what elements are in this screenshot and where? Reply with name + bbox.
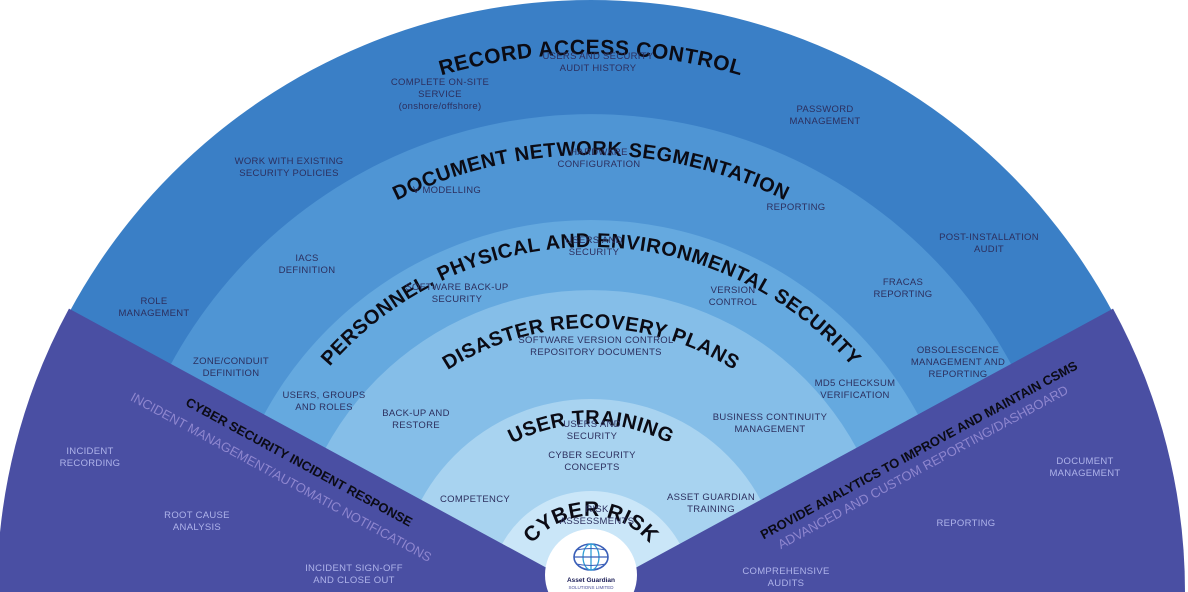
right-sector-band [591, 308, 1185, 592]
label-competency: COMPETENCY [440, 494, 510, 505]
logo-name: Asset Guardian [567, 577, 615, 584]
label-reporting-right: REPORTING [936, 518, 995, 529]
label-reporting-inner: REPORTING [766, 202, 825, 213]
asset-guardian-logo: Asset Guardian SOLUTIONS LIMITED [545, 529, 637, 592]
left-sector-band [0, 308, 591, 592]
logo-sub: SOLUTIONS LIMITED [568, 585, 614, 590]
globe-icon [573, 543, 609, 571]
label-v-modelling: V MODELLING [413, 185, 481, 196]
